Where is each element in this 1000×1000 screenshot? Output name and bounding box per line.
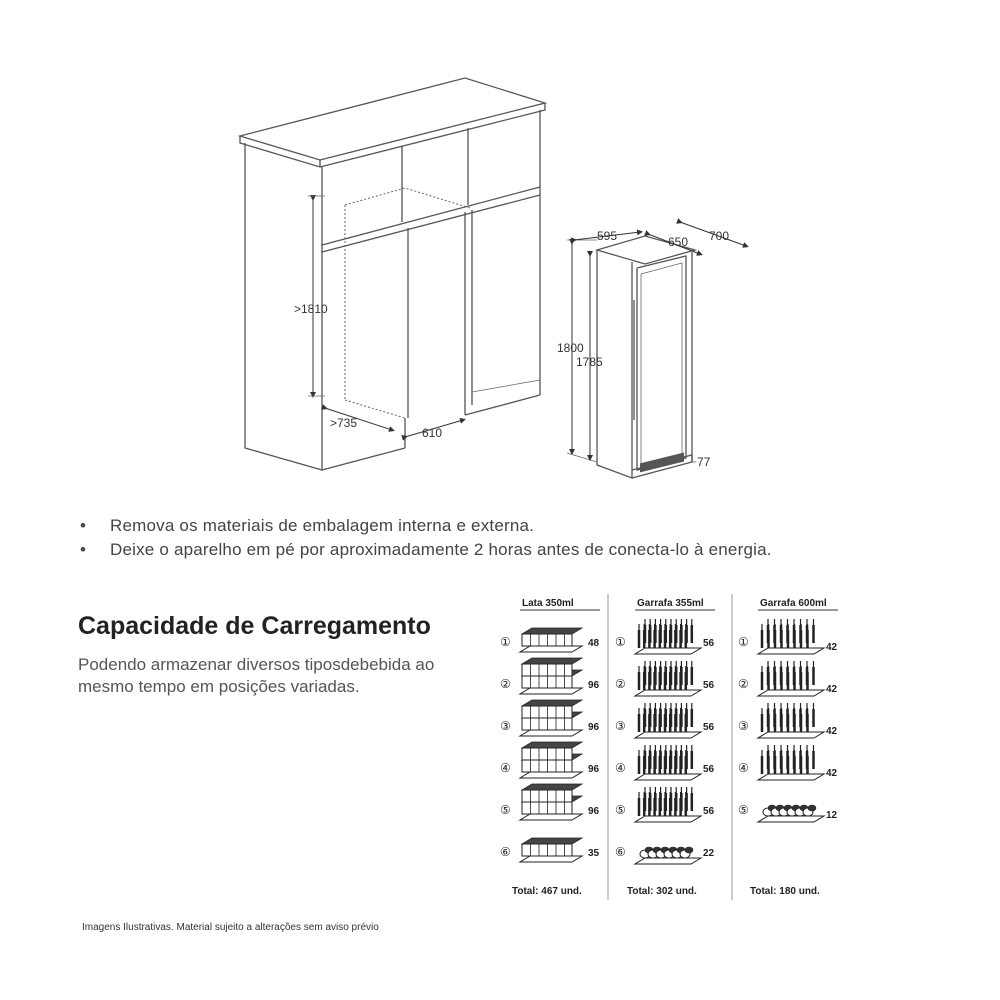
- dim-cabinet-depth: >735: [330, 416, 357, 430]
- dim-depth-650: 650: [668, 235, 688, 249]
- bottle-rack-icon: [633, 661, 703, 697]
- shelf-marker: ③: [738, 719, 749, 733]
- bottle-rack-icon: [756, 619, 826, 655]
- dim-height-1785: 1785: [576, 355, 603, 369]
- column-total: Total: 467 und.: [512, 886, 582, 897]
- shelf-marker: ②: [615, 677, 626, 691]
- shelf-count: 35: [588, 848, 600, 859]
- shelf-marker: ④: [738, 761, 749, 775]
- shelf-marker: ③: [615, 719, 626, 733]
- can-rack-icon: [518, 627, 584, 653]
- shelf-row: ⑤ 12: [738, 803, 838, 823]
- dim-cabinet-height: >1810: [294, 302, 328, 316]
- shelf-row: ① 56: [615, 619, 715, 655]
- can-rack-icon: [518, 699, 584, 737]
- shelf-row: ⑥ 35: [500, 837, 600, 863]
- shelf-count: 96: [588, 680, 600, 691]
- shelf-count: 56: [703, 680, 715, 691]
- bottle-rack-icon: [756, 703, 826, 739]
- bullet-icon: •: [80, 540, 87, 559]
- can-rack-icon: [518, 657, 584, 695]
- shelf-count: 56: [703, 638, 715, 649]
- bottle-rack-icon: [633, 745, 703, 781]
- shelf-marker: ⑤: [500, 803, 511, 817]
- dim-cabinet-width: 610: [422, 426, 442, 440]
- shelf-count: 48: [588, 638, 600, 649]
- shelf-count: 56: [703, 764, 715, 775]
- shelf-row: ⑤ 96: [500, 783, 600, 821]
- bottle-rack-icon: [633, 846, 703, 865]
- shelf-row: ⑤ 56: [615, 787, 715, 823]
- shelf-marker: ④: [615, 761, 626, 775]
- shelf-row: ② 42: [738, 661, 838, 697]
- shelf-row: ⑥ 22: [615, 845, 715, 865]
- shelf-count: 42: [826, 684, 838, 695]
- shelf-count: 12: [826, 810, 838, 821]
- column-total: Total: 180 und.: [750, 886, 820, 897]
- shelf-count: 96: [588, 722, 600, 733]
- bottle-rack-icon: [756, 745, 826, 781]
- shelf-marker: ⑥: [500, 845, 511, 859]
- shelf-count: 42: [826, 642, 838, 653]
- shelf-row: ④ 56: [615, 745, 715, 781]
- shelf-row: ② 96: [500, 657, 600, 695]
- shelf-marker: ④: [500, 761, 511, 775]
- shelf-count: 96: [588, 764, 600, 775]
- bottle-rack-icon: [633, 703, 703, 739]
- shelf-row: ② 56: [615, 661, 715, 697]
- shelf-count: 56: [703, 722, 715, 733]
- shelf-marker: ②: [738, 677, 749, 691]
- installation-diagram: >1810 >735 610 595 650 700 1800 1785 77: [237, 77, 749, 479]
- cabinet-drawing: [237, 77, 548, 471]
- shelf-marker: ③: [500, 719, 511, 733]
- instruction-item: •Remova os materiais de embalagem intern…: [80, 514, 772, 538]
- shelf-row: ① 48: [500, 627, 600, 653]
- shelf-marker: ②: [500, 677, 511, 691]
- capacity-description: Podendo armazenar diversos tiposdebebida…: [78, 655, 435, 696]
- shelf-marker: ⑤: [615, 803, 626, 817]
- shelf-row: ③ 42: [738, 703, 838, 739]
- shelf-marker: ①: [500, 635, 511, 649]
- bullet-icon: •: [80, 516, 87, 535]
- column-header: Lata 350ml: [522, 598, 574, 609]
- capacity-title: Capacidade de Carregamento: [78, 612, 431, 640]
- can-rack-icon: [518, 741, 584, 779]
- shelf-row: ① 42: [738, 619, 838, 655]
- shelf-count: 56: [703, 806, 715, 817]
- can-rack-icon: [518, 837, 584, 863]
- instruction-list: •Remova os materiais de embalagem intern…: [80, 514, 772, 562]
- cooler-drawing: [566, 218, 749, 479]
- can-rack-icon: [518, 783, 584, 821]
- instruction-item: •Deixe o aparelho em pé por aproximadame…: [80, 538, 772, 562]
- shelf-count: 42: [826, 768, 838, 779]
- shelf-marker: ①: [738, 635, 749, 649]
- shelf-count: 22: [703, 848, 715, 859]
- column-header: Garrafa 600ml: [760, 598, 827, 609]
- dim-foot: 77: [697, 455, 711, 469]
- dim-unit-width: 595: [597, 229, 617, 243]
- bottle-rack-icon: [633, 619, 703, 655]
- shelf-marker: ①: [615, 635, 626, 649]
- bottle-rack-icon: [756, 661, 826, 697]
- shelf-marker: ⑤: [738, 803, 749, 817]
- shelf-row: ④ 96: [500, 741, 600, 779]
- shelf-row: ③ 56: [615, 703, 715, 739]
- shelf-row: ③ 96: [500, 699, 600, 737]
- dim-depth-700: 700: [709, 229, 729, 243]
- column-total: Total: 302 und.: [627, 886, 697, 897]
- column-header: Garrafa 355ml: [637, 598, 704, 609]
- shelf-count: 42: [826, 726, 838, 737]
- dim-height-1800: 1800: [557, 341, 584, 355]
- bottle-rack-icon: [756, 804, 826, 823]
- disclaimer-note: Imagens Ilustrativas. Material sujeito a…: [82, 922, 379, 933]
- shelf-count: 96: [588, 806, 600, 817]
- shelf-marker: ⑥: [615, 845, 626, 859]
- shelf-row: ④ 42: [738, 745, 838, 781]
- bottle-rack-icon: [633, 787, 703, 823]
